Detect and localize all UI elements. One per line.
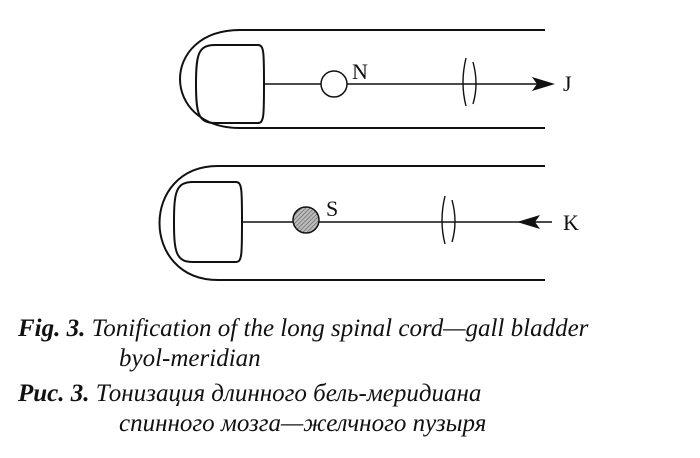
- top-finger: N J: [179, 29, 572, 129]
- top-finger-outline: [179, 29, 545, 129]
- caption-russian-line1: Тонизация длинного бель-меридиана: [95, 380, 482, 407]
- bottom-arrow-label: K: [563, 210, 579, 235]
- bottom-point-label: S: [326, 196, 338, 221]
- caption-russian-line2: спинного мозга—желчного пузыря: [119, 410, 487, 437]
- top-fingernail: [194, 44, 265, 124]
- caption-english-line2: byol-meridian: [119, 345, 261, 372]
- top-point-label: N: [352, 59, 368, 84]
- caption-english: Fig. 3. Tonification of the long spinal …: [18, 314, 588, 374]
- caption-english-line1: Tonification of the long spinal cord—gal…: [91, 315, 589, 342]
- bottom-acupoint-hatched: [292, 206, 320, 234]
- caption-russian-number: Рис. 3.: [18, 380, 90, 407]
- top-crease-mark: [462, 57, 477, 107]
- caption-russian: Рис. 3. Тонизация длинного бель-меридиан…: [18, 379, 486, 439]
- top-acupoint-open: [320, 70, 348, 98]
- bottom-finger-outline: [158, 165, 545, 281]
- top-arrowhead: [532, 77, 555, 91]
- bottom-finger: S K: [158, 165, 579, 281]
- top-arrow-label: J: [563, 71, 572, 96]
- bottom-arrowhead: [517, 215, 540, 229]
- caption-english-number: Fig. 3.: [18, 315, 86, 342]
- bottom-crease-mark: [441, 195, 456, 245]
- bottom-fingernail: [172, 181, 243, 263]
- finger-meridian-diagram: N J S K: [158, 29, 579, 281]
